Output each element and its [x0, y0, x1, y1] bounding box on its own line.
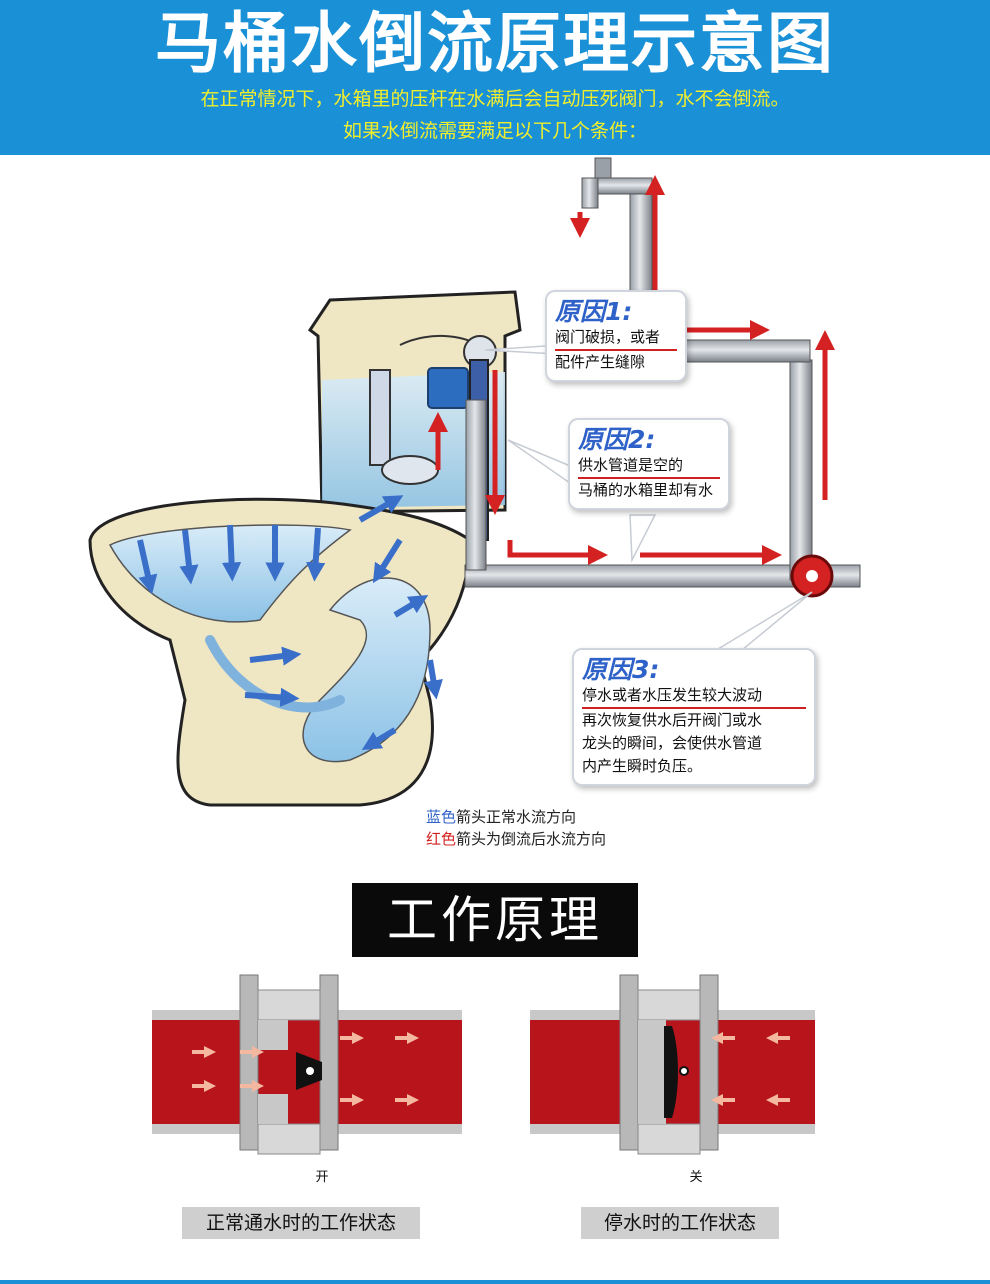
cause-3-line-3: 龙头的瞬间，会使供水管道 [582, 734, 763, 752]
legend-red-word: 红色 [426, 830, 457, 848]
valve-open [152, 974, 462, 1155]
supply-pipes [464, 157, 861, 598]
cause-3-callout: 原因3: 停水或者水压发生较大波动 再次恢复供水后开阀门或水 龙头的瞬间，会使供… [572, 648, 816, 786]
cause-1-title: 原因1: [555, 297, 633, 326]
legend-blue-text: 箭头正常水流方向 [456, 808, 577, 826]
toilet-backflow-illustration [88, 157, 861, 807]
cause-1-line-2: 配件产生缝隙 [555, 353, 646, 371]
arrow-legend: 蓝色箭头正常水流方向 红色箭头为倒流后水流方向 [426, 806, 606, 850]
cause-3-line-2: 再次恢复供水后开阀门或水 [582, 711, 763, 729]
valve-closed [530, 974, 815, 1155]
cause-3-line-1: 停水或者水压发生较大波动 [582, 684, 806, 709]
valve-open-label: 开 [315, 1170, 329, 1185]
legend-red: 红色箭头为倒流后水流方向 [426, 828, 606, 850]
open-state-caption: 正常通水时的工作状态 [182, 1207, 420, 1239]
cause-2-title: 原因2: [578, 425, 656, 454]
page-title: 马桶水倒流原理示意图 [155, 5, 835, 82]
check-valve-diagrams [152, 974, 815, 1155]
intro-line-2: 如果水倒流需要满足以下几个条件： [342, 120, 647, 142]
cause-3-line-4: 内产生瞬时负压。 [582, 757, 703, 775]
closed-state-caption: 停水时的工作状态 [581, 1207, 779, 1239]
cause-1-line-1: 阀门破损，或者 [555, 326, 677, 351]
bottom-border [0, 1280, 990, 1284]
normal-flow-arrows [137, 495, 443, 750]
legend-blue-word: 蓝色 [426, 808, 457, 826]
working-principle-title: 工作原理 [352, 883, 638, 957]
valve-disc-closed-icon [664, 1026, 678, 1118]
cause-1-callout: 原因1: 阀门破损，或者 配件产生缝隙 [545, 290, 687, 382]
header-banner: 马桶水倒流原理示意图 在正常情况下，水箱里的压杆在水满后会自动压死阀门，水不会倒… [0, 0, 990, 155]
intro-line-1: 在正常情况下，水箱里的压杆在水满后会自动压死阀门，水不会倒流。 [200, 88, 790, 110]
toilet-bowl [88, 497, 472, 807]
legend-red-text: 箭头为倒流后水流方向 [456, 830, 607, 848]
cause-3-title: 原因3: [582, 655, 660, 684]
cause-2-line-2: 马桶的水箱里却有水 [578, 481, 714, 499]
cause-2-line-1: 供水管道是空的 [578, 454, 720, 479]
cause-2-callout: 原因2: 供水管道是空的 马桶的水箱里却有水 [568, 418, 730, 510]
valve-close-label: 关 [689, 1170, 703, 1185]
legend-blue: 蓝色箭头正常水流方向 [426, 806, 606, 828]
